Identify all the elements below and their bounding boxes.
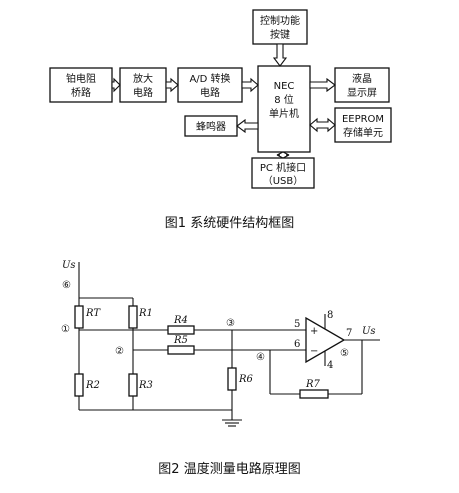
arrow-adc-to-mcu bbox=[241, 77, 259, 93]
block-control-keys: 控制功能 按键 bbox=[252, 9, 308, 45]
block-adc: A/D 转换 电路 bbox=[177, 67, 243, 103]
block-mcu-line3: 单片机 bbox=[269, 107, 299, 120]
arrow-mcu-eeprom bbox=[309, 117, 336, 133]
r1-label: R1 bbox=[138, 308, 153, 319]
figure1-block-diagram: 铂电阻 桥路 放大 电路 A/D 转换 电路 控制功能 按键 NEC 8 位 单… bbox=[49, 9, 392, 231]
r7-label: R7 bbox=[305, 379, 321, 390]
block-pc-interface: PC 机接口 （USB） bbox=[251, 157, 315, 189]
r2-label: R2 bbox=[85, 380, 100, 391]
resistor-r1 bbox=[128, 305, 138, 329]
arrow-pt100-to-amp bbox=[111, 77, 121, 93]
r4-label: R4 bbox=[173, 315, 188, 326]
arrow-mcu-pc bbox=[276, 151, 290, 159]
arrow-mcu-to-buzzer bbox=[236, 118, 259, 134]
block-pt100-bridge: 铂电阻 桥路 bbox=[49, 67, 113, 103]
resistor-r3 bbox=[128, 373, 138, 397]
r5-label: R5 bbox=[173, 335, 188, 346]
r3-label: R3 bbox=[138, 380, 153, 391]
block-buzzer: 蜂鸣器 bbox=[184, 115, 238, 137]
pin8-label: 8 bbox=[327, 310, 333, 321]
pin7-label: 7 bbox=[346, 328, 352, 339]
block-lcd-line1: 液晶 bbox=[352, 72, 372, 85]
block-mcu-line1: NEC bbox=[274, 81, 295, 92]
block-amp-line2: 电路 bbox=[133, 86, 153, 99]
block-mcu-line2: 8 位 bbox=[274, 93, 294, 106]
opamp-plus-sign: + bbox=[310, 326, 318, 337]
block-amplifier: 放大 电路 bbox=[119, 67, 167, 103]
block-keys-line1: 控制功能 bbox=[260, 14, 300, 27]
resistor-r6 bbox=[227, 367, 237, 391]
figure2-circuit: Us ⑥ RT R2 R1 R3 ① R4 ③ 5 bbox=[61, 260, 380, 477]
opamp-minus-sign: − bbox=[310, 346, 318, 357]
block-pt100-line2: 桥路 bbox=[71, 86, 91, 99]
block-mcu: NEC 8 位 单片机 bbox=[257, 65, 311, 153]
block-adc-line1: A/D 转换 bbox=[189, 72, 230, 85]
node3-label: ③ bbox=[226, 318, 235, 329]
node4-label: ④ bbox=[256, 352, 265, 363]
resistor-r5 bbox=[167, 345, 195, 355]
resistor-r2 bbox=[74, 373, 84, 397]
node5-label: ⑤ bbox=[340, 348, 349, 359]
rt-label: RT bbox=[85, 308, 101, 319]
block-eeprom-line2: 存储单元 bbox=[343, 126, 383, 139]
block-amp-line1: 放大 bbox=[133, 72, 153, 85]
node6-label: ⑥ bbox=[62, 280, 71, 291]
supply-label-us: Us bbox=[62, 260, 76, 271]
block-arrows bbox=[111, 43, 336, 159]
r6-label: R6 bbox=[238, 374, 254, 385]
figure2-caption: 图2 温度测量电路原理图 bbox=[158, 461, 300, 477]
block-pt100-line1: 铂电阻 bbox=[66, 72, 96, 85]
arrow-mcu-to-lcd bbox=[309, 77, 336, 93]
pin6-label: 6 bbox=[294, 339, 300, 350]
block-lcd: 液晶 显示屏 bbox=[334, 67, 390, 103]
pin4-label: 4 bbox=[327, 360, 333, 371]
block-eeprom-line1: EEPROM bbox=[342, 114, 384, 125]
pin5-label: 5 bbox=[294, 319, 300, 330]
node1-label: ① bbox=[61, 324, 70, 335]
arrow-amp-to-adc bbox=[165, 77, 179, 93]
node2-label: ② bbox=[115, 346, 124, 357]
block-pc-line2: （USB） bbox=[263, 175, 304, 187]
resistor-rt bbox=[74, 305, 84, 329]
block-adc-line2: 电路 bbox=[200, 86, 220, 99]
block-eeprom: EEPROM 存储单元 bbox=[334, 107, 392, 143]
block-pc-line1: PC 机接口 bbox=[260, 161, 306, 174]
block-keys-line2: 按键 bbox=[270, 28, 290, 41]
figure1-caption: 图1 系统硬件结构框图 bbox=[165, 216, 294, 231]
output-label-us: Us bbox=[362, 326, 376, 337]
resistor-r7 bbox=[299, 389, 329, 399]
block-buzzer-label: 蜂鸣器 bbox=[196, 120, 226, 133]
block-lcd-line2: 显示屏 bbox=[347, 87, 377, 99]
resistor-r4 bbox=[167, 325, 195, 335]
arrow-keys-to-mcu bbox=[272, 43, 288, 67]
